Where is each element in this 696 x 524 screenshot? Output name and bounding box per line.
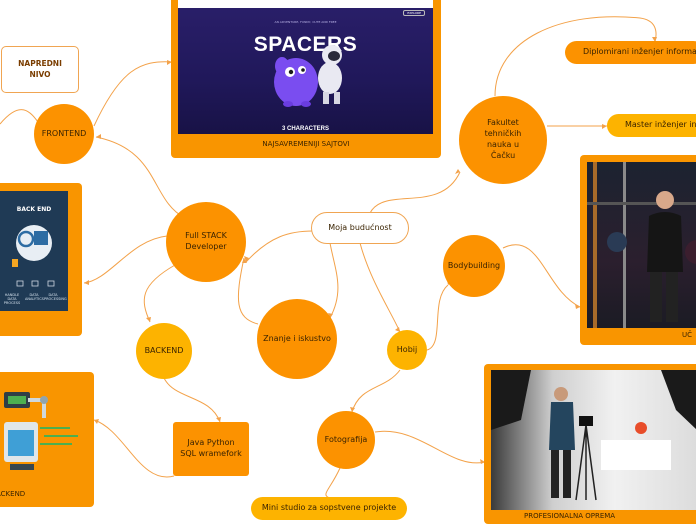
- studio-card[interactable]: PROFESIONALNA OPREMA: [484, 364, 696, 524]
- robot-illustration: [0, 378, 90, 488]
- mini-studio-node[interactable]: Mini studio za sopstvene projekte: [251, 497, 407, 520]
- browser-bar: [178, 0, 433, 8]
- backend-label-3: DATA PROCESSING: [44, 293, 67, 301]
- hobij-node[interactable]: Hobij: [387, 330, 427, 370]
- studio-caption: PROFESIONALNA OPREMA: [524, 512, 616, 520]
- gym-photo: [587, 162, 696, 328]
- backend-title: BACK END: [16, 206, 52, 213]
- full-stack-node[interactable]: Full STACK Developer: [166, 202, 246, 282]
- spacers-tagline: AN ADVENTURE, FUNNY, CUTE AND FREE: [274, 20, 337, 24]
- frontend-node[interactable]: FRONTEND: [34, 104, 94, 164]
- spacers-website-card[interactable]: AN ADVENTURE, FUNNY, CUTE AND FREE SPACE…: [171, 0, 441, 158]
- spacers-caption: NAJSAVREMENIJI SAJTOVI: [262, 140, 350, 148]
- backend-node[interactable]: BACKEND: [136, 323, 192, 379]
- backend-robot-card[interactable]: ACKEND: [0, 372, 94, 507]
- napredni-nivo-node[interactable]: NAPREDNI NIVO: [1, 46, 79, 93]
- studio-photo: [491, 370, 696, 510]
- backend-card[interactable]: BACK END HANDLE DATA PROCESS DATA ANALYT…: [0, 183, 82, 336]
- characters-illustration: [274, 45, 342, 107]
- explore-button[interactable]: EXPLORE: [403, 10, 425, 16]
- master-node[interactable]: Master inženjer info: [607, 114, 696, 137]
- spacers-screenshot: AN ADVENTURE, FUNNY, CUTE AND FREE SPACE…: [178, 0, 433, 134]
- backend-label-1: HANDLE DATA PROCESS: [3, 293, 21, 305]
- bodybuilding-node[interactable]: Bodybuilding: [443, 235, 505, 297]
- gym-caption: UČ: [681, 331, 692, 339]
- diplomirani-node[interactable]: Diplomirani inženjer informacioni: [565, 41, 696, 64]
- center-node[interactable]: Moja budućnost: [311, 212, 409, 244]
- fotografija-node[interactable]: Fotografija: [317, 411, 375, 469]
- backend-label-2: DATA ANALYTICS: [25, 293, 44, 301]
- robot-caption: ACKEND: [0, 490, 26, 498]
- robot-arm-icon: [4, 392, 78, 470]
- backend-illustration: BACK END HANDLE DATA PROCESS DATA ANALYT…: [0, 191, 68, 311]
- spacers-characters-label: 3 CHARACTERS: [281, 126, 329, 132]
- fakultet-node[interactable]: Fakultet tehničkih nauka u Čačku: [459, 96, 547, 184]
- gym-card[interactable]: UČ: [580, 155, 696, 345]
- znanje-node[interactable]: Znanje i iskustvo: [257, 299, 337, 379]
- athlete-photo: [587, 162, 696, 328]
- gear-illustration: [12, 225, 55, 287]
- photographer-photo: [491, 370, 696, 501]
- java-python-sql-node[interactable]: Java Python SQL wramefork: [173, 422, 249, 476]
